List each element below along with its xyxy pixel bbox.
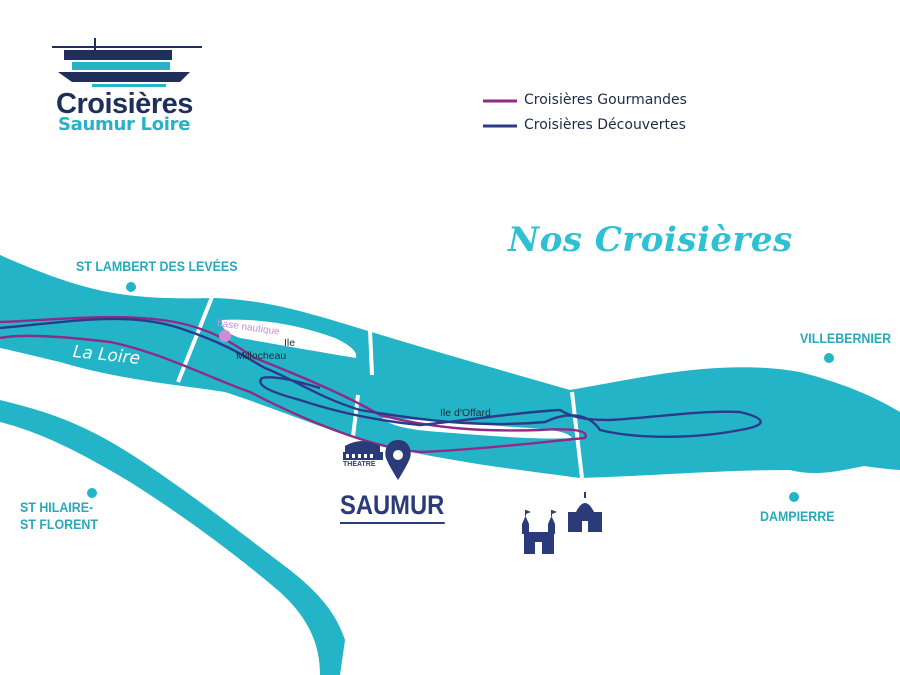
city-saumur: SAUMUR [340,490,445,524]
thouet-river [0,400,345,675]
dot-dampierre [789,492,799,502]
legend-item-decouvertes: Croisières Découvertes [524,117,686,133]
route-gourmandes [0,315,587,454]
town-villebernier: VILLEBERNIER [800,331,892,346]
logo-subtitle: Saumur Loire [58,114,191,135]
theatre-label: THÉATRE [343,461,376,468]
river-side-channel [800,419,900,470]
town-st-hilaire-line1: ST HILAIRE- [20,500,94,515]
dot-villebernier [824,353,834,363]
bridge-1 [176,296,214,383]
boat-icon [52,38,202,87]
town-dampierre: DAMPIERRE [760,509,835,524]
legend-item-gourmandes: Croisières Gourmandes [524,92,687,108]
castle-icon [522,510,557,554]
bridge-2 [368,329,374,376]
logo-title: Croisières [56,88,193,120]
dome-church-icon [568,492,602,532]
ile-millocheau-shape [221,319,357,358]
map-pin-icon [385,440,411,480]
dot-st-hilaire [87,488,97,498]
town-st-hilaire-line2: ST FLORENT [20,517,98,532]
town-st-lambert: ST LAMBERT DES LEVÉES [76,259,238,274]
dot-st-lambert [126,282,136,292]
dot-base-nautique [219,330,231,342]
island-offard: Ile d'Offard [440,407,491,419]
bridge-4 [570,391,584,479]
island-millocheau-line2: Millocheau [236,350,287,362]
theatre-icon [343,441,383,460]
island-millocheau-line1: Ile [284,337,296,349]
loire-river [0,255,900,478]
map-title: Nos Croisières [508,220,793,260]
route-decouvertes [0,317,762,438]
